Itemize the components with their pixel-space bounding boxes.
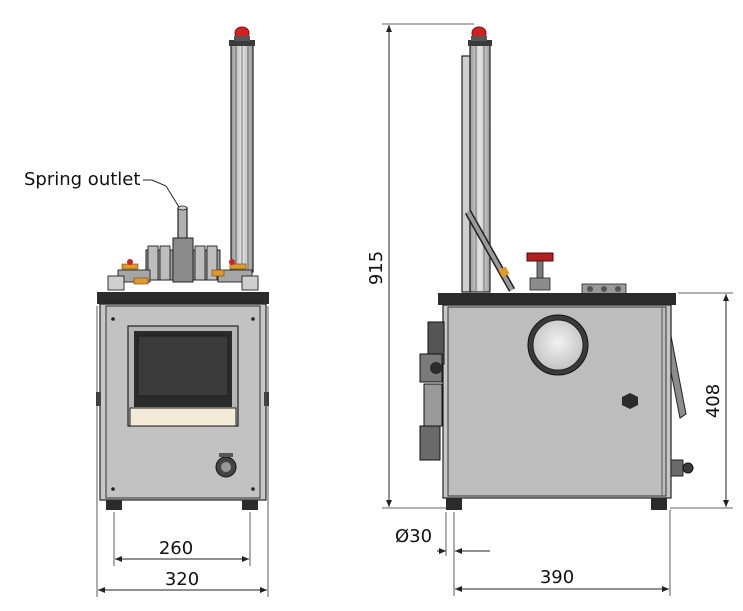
side-right-components bbox=[670, 335, 694, 477]
side-top-fittings bbox=[581, 283, 627, 295]
side-dim-390-label: 390 bbox=[540, 567, 574, 588]
front-top-mechanism bbox=[107, 237, 259, 291]
side-column bbox=[461, 40, 492, 293]
side-dim-diameter-label: Ø30 bbox=[395, 526, 432, 547]
front-column bbox=[229, 40, 255, 273]
front-valve-knob bbox=[215, 453, 237, 478]
front-dim-260-label: 260 bbox=[159, 538, 193, 559]
side-view: 915 408 Ø30 390 bbox=[366, 23, 733, 596]
side-porthole bbox=[527, 314, 589, 376]
side-signal-lamp bbox=[471, 26, 487, 41]
front-foot-right bbox=[242, 500, 258, 510]
spring-outlet-label: Spring outlet bbox=[24, 169, 140, 190]
side-dim-915: 915 bbox=[366, 23, 474, 509]
side-dim-diameter: Ø30 bbox=[395, 512, 490, 556]
front-dim-320: 320 bbox=[96, 306, 269, 597]
side-spring-tool bbox=[464, 210, 516, 292]
side-dim-408-label: 408 bbox=[703, 384, 724, 418]
side-hand-wheel bbox=[526, 252, 554, 291]
side-foot-right bbox=[651, 498, 667, 510]
side-dim-390: 390 bbox=[453, 510, 671, 596]
side-dim-408: 408 bbox=[670, 292, 733, 509]
side-foot-left bbox=[446, 498, 462, 510]
side-top-plate bbox=[438, 293, 676, 305]
front-signal-lamp bbox=[234, 26, 250, 41]
front-dim-320-label: 320 bbox=[165, 569, 199, 590]
side-dim-915-label: 915 bbox=[366, 251, 387, 285]
front-foot-left bbox=[106, 500, 122, 510]
side-hex-nut bbox=[622, 393, 638, 409]
front-top-plate bbox=[97, 292, 269, 304]
front-screen bbox=[127, 325, 239, 427]
front-view: Spring outlet 260 320 bbox=[24, 26, 269, 597]
front-dim-260: 260 bbox=[113, 512, 251, 566]
side-left-components bbox=[419, 321, 445, 461]
spring-outlet-callout: Spring outlet bbox=[24, 169, 180, 208]
